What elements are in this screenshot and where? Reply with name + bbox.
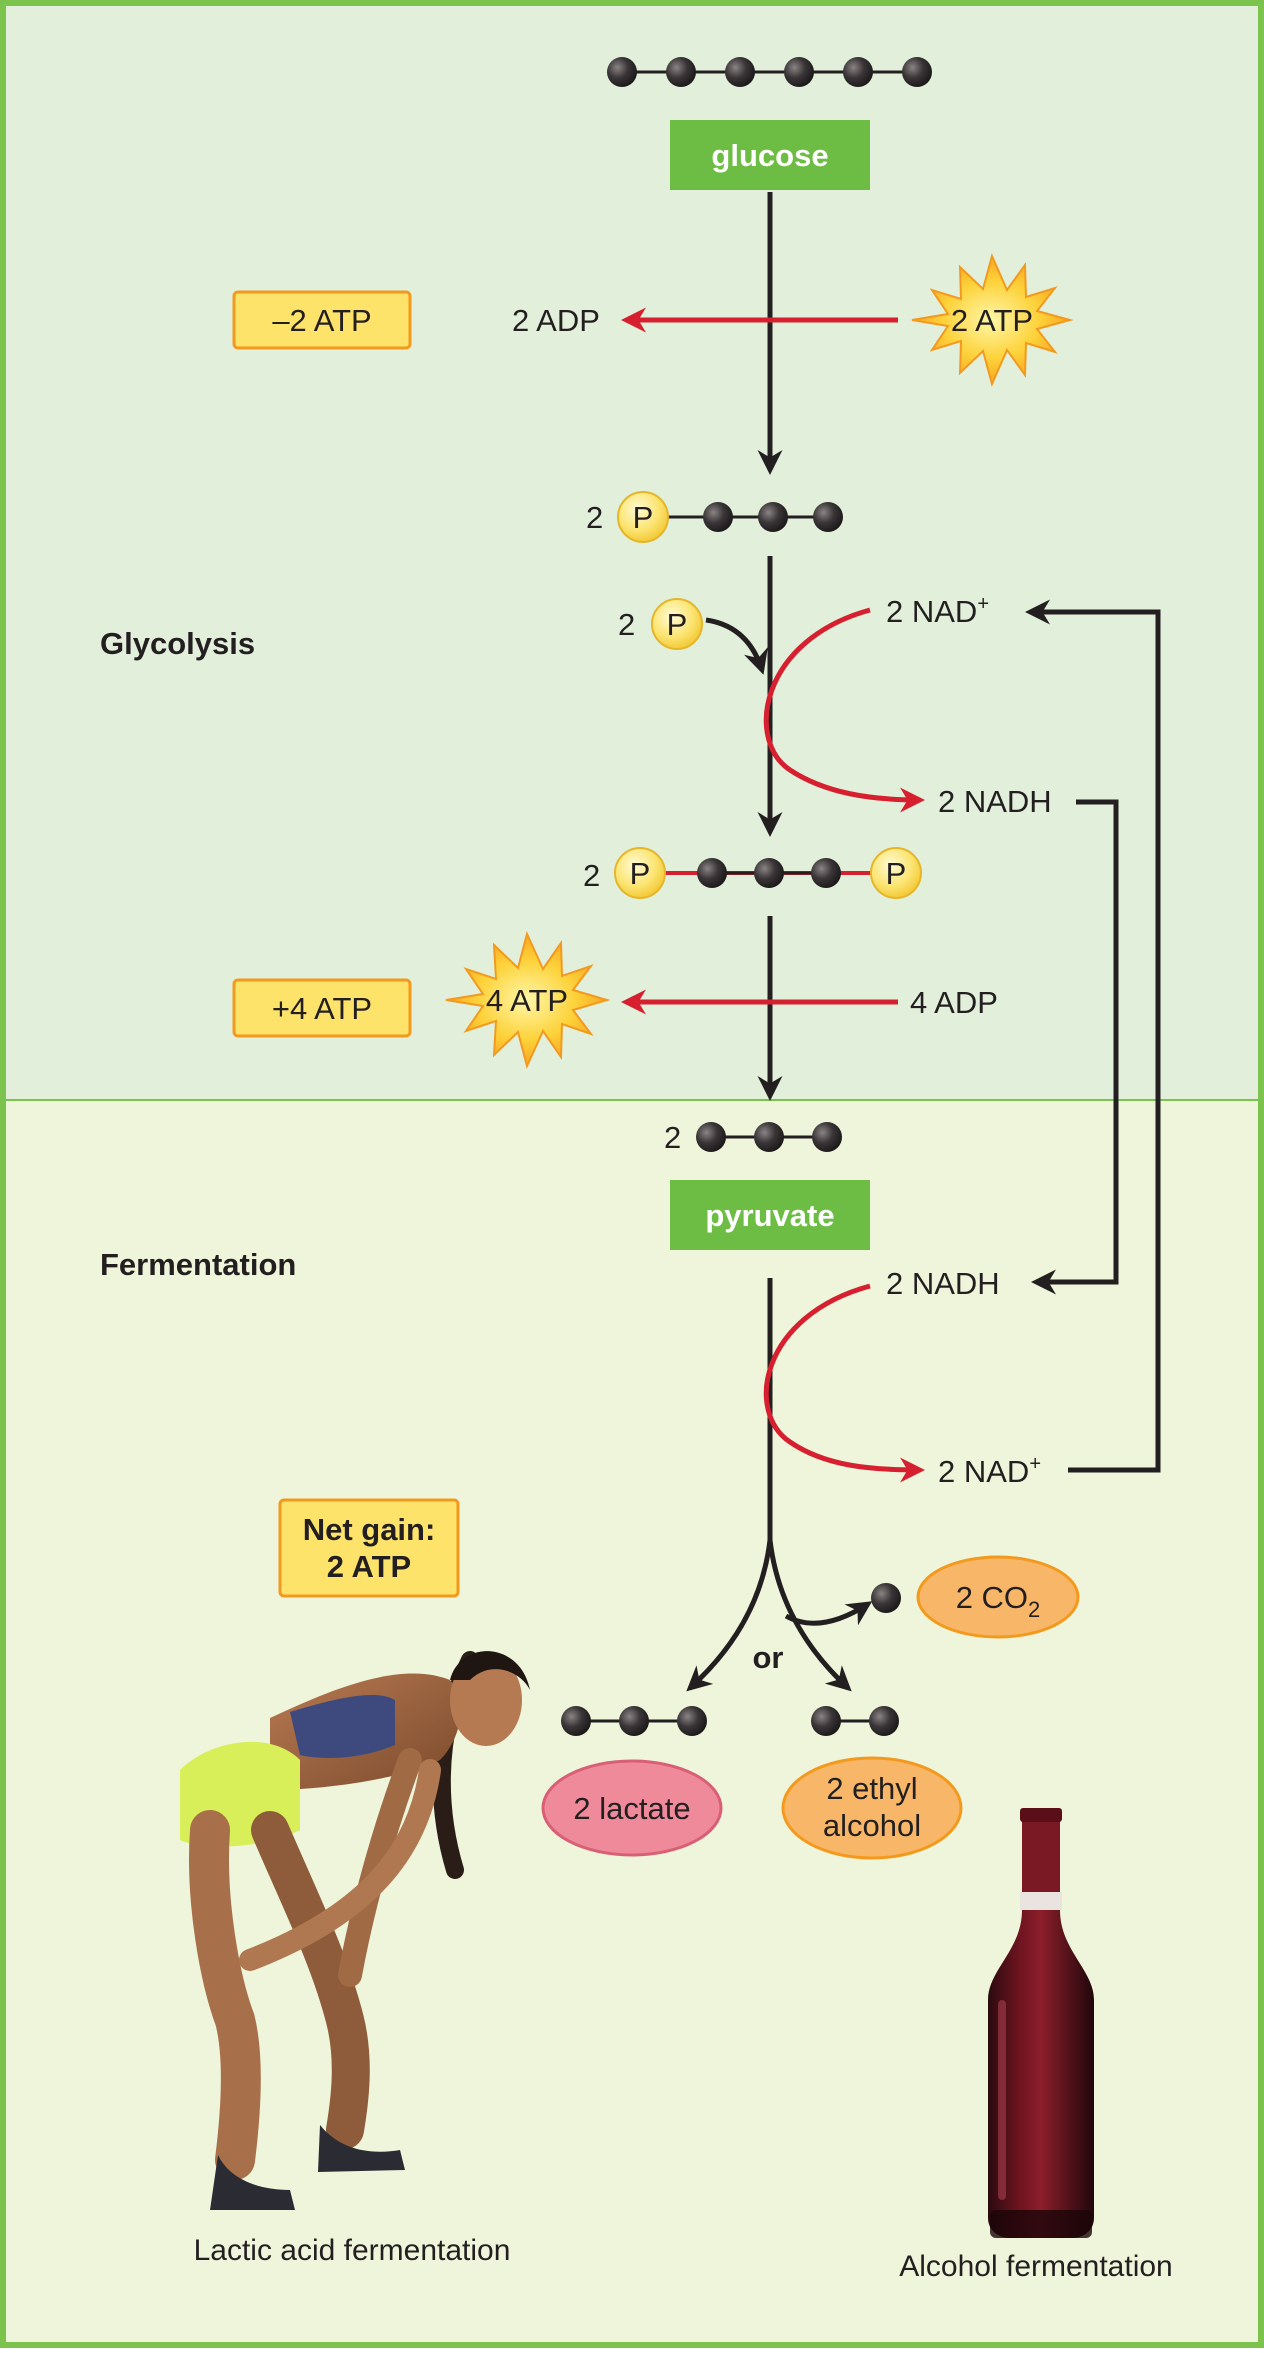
atp-burst-label: 2 ATP <box>951 303 1033 338</box>
pyruvate-label: pyruvate <box>705 1198 834 1233</box>
phosphate-entry-arrow <box>705 617 768 675</box>
fermentation-label: Fermentation <box>100 1247 296 1282</box>
coefficient-label: 2 <box>583 858 600 893</box>
phosphate-label: P <box>630 856 651 891</box>
glycolysis-panel <box>0 0 1264 1100</box>
carbon-atom <box>677 1706 707 1736</box>
pyruvate-carbon-chain <box>696 1122 842 1152</box>
coefficient-label: 2 <box>664 1120 681 1155</box>
or-label: or <box>753 1640 784 1675</box>
carbon-atom <box>703 502 733 532</box>
carbon-atom <box>869 1706 899 1736</box>
coefficient-label: 2 <box>586 500 603 535</box>
adp-4-label: 4 ADP <box>910 985 998 1020</box>
carbon-atom <box>607 57 637 87</box>
co2-carbon-atom <box>871 1583 901 1613</box>
ethyl-alcohol-ellipse <box>781 1756 963 1860</box>
nadh-oxidation-curve <box>763 1283 925 1483</box>
coefficient-label: 2 <box>618 607 635 642</box>
carbon-atom <box>811 1706 841 1736</box>
atp-burst-icon <box>445 931 611 1069</box>
phosphate-group <box>617 491 669 543</box>
nadh-top-label: 2 NADH <box>938 784 1052 819</box>
carbon-atom <box>843 57 873 87</box>
nadh-bottom-label: 2 NADH <box>886 1266 1000 1301</box>
atp-investment-label: –2 ATP <box>272 303 371 338</box>
atp-burst-icon <box>911 253 1074 387</box>
phosphate-label: P <box>886 856 907 891</box>
carbon-atom <box>813 502 843 532</box>
carbon-atom <box>696 1122 726 1152</box>
carbon-atom <box>902 57 932 87</box>
pyruvate-box <box>670 1180 870 1250</box>
phosphate-group <box>614 847 666 899</box>
phosphate-group <box>870 847 922 899</box>
net-gain-line1: Net gain: <box>303 1512 436 1547</box>
phosphate-label: P <box>633 500 654 535</box>
carbon-atom <box>758 502 788 532</box>
carbon-atom <box>811 858 841 888</box>
nadh-transfer-connector <box>1031 799 1119 1295</box>
net-gain-line2: 2 ATP <box>327 1549 411 1584</box>
carbon-atom <box>697 858 727 888</box>
carbon-atom <box>666 57 696 87</box>
nad-return-connector <box>1025 599 1161 1473</box>
lactate-branch-arrow <box>686 1539 773 1692</box>
ethanol-carbon-chain <box>811 1706 899 1736</box>
ethyl-alcohol-line1: 2 ethyl <box>826 1771 917 1806</box>
ethyl-alcohol-line2: alcohol <box>823 1808 921 1843</box>
carbon-atom <box>812 1122 842 1152</box>
lactate-ellipse <box>541 1759 723 1857</box>
nad-reduction-curve <box>763 607 925 813</box>
co2-label: 2 CO2 <box>956 1580 1041 1622</box>
net-gain-box <box>278 1498 460 1598</box>
co2-release-arrow <box>784 1601 873 1626</box>
glucose-label: glucose <box>711 138 828 173</box>
adp-2-label: 2 ADP <box>512 303 600 338</box>
lactic-caption: Lactic acid fermentation <box>194 2234 511 2267</box>
glucose-box <box>670 120 870 190</box>
nad-plus-bottom-label: 2 NAD+ <box>938 1453 1041 1489</box>
phosphate-group <box>651 598 703 650</box>
co2-ellipse <box>916 1555 1080 1639</box>
alcohol-caption: Alcohol fermentation <box>899 2250 1173 2283</box>
carbon-atom <box>725 57 755 87</box>
atp-investment-box <box>232 290 412 350</box>
wine-bottle-illustration <box>988 1808 1094 2238</box>
phosphorylated-3c-molecule: P <box>617 491 843 543</box>
phosphate-label: P <box>667 607 688 642</box>
lactate-label: 2 lactate <box>573 1791 690 1826</box>
nad-plus-top-label: 2 NAD+ <box>886 593 989 629</box>
glycolysis-label: Glycolysis <box>100 626 255 661</box>
carbon-atom <box>561 1706 591 1736</box>
athlete-illustration <box>180 1651 530 2210</box>
carbon-atom <box>754 1122 784 1152</box>
atp-payoff-box <box>232 978 412 1038</box>
atp-burst-label: 4 ATP <box>486 983 568 1018</box>
carbon-atom <box>619 1706 649 1736</box>
lactate-carbon-chain <box>561 1706 707 1736</box>
carbon-atom <box>784 57 814 87</box>
glucose-carbon-chain <box>607 57 932 87</box>
atp-payoff-label: +4 ATP <box>272 991 372 1026</box>
carbon-atom <box>754 858 784 888</box>
bisphosphate-molecule: P P <box>614 847 922 899</box>
